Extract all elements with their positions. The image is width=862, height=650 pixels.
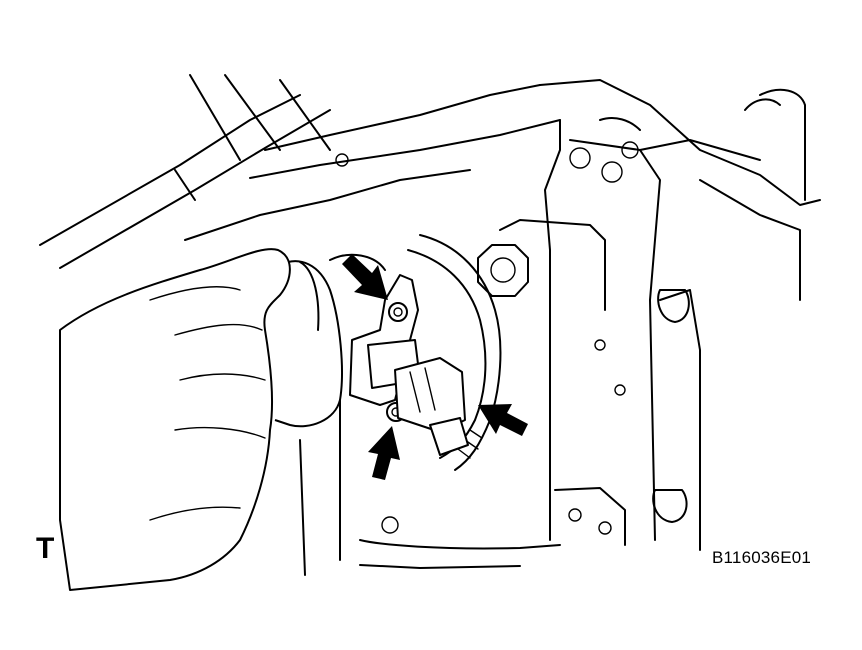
engine-block — [499, 79, 821, 551]
gloved-hand — [59, 248, 291, 591]
lower-housing — [359, 516, 561, 569]
callout-arrows — [342, 254, 528, 480]
frame-rails — [39, 74, 561, 269]
hex-bolt — [477, 244, 529, 297]
arrow-upper-bolt — [342, 254, 388, 300]
figure-id-label: B116036E01 — [712, 548, 812, 567]
view-code-label: T — [36, 532, 55, 565]
hose — [274, 253, 386, 576]
sensor-connector — [367, 339, 469, 456]
arrow-lower-bolt — [368, 426, 400, 480]
arrow-harness — [478, 404, 528, 436]
